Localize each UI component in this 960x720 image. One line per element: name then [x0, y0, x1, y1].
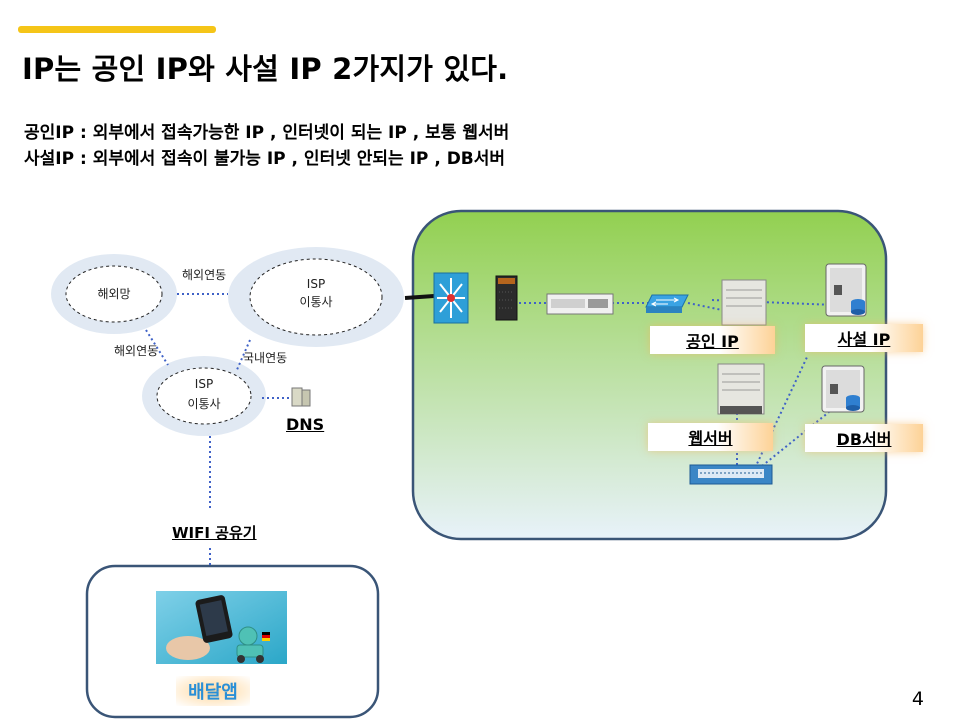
private-ip-description: 사설IP : 외부에서 접속이 불가능 IP , 인터넷 안되는 IP , DB… — [24, 149, 506, 169]
rack-switch-icon — [689, 464, 773, 485]
web-server-icon — [721, 279, 767, 326]
isp-top-line2: 이통사 — [299, 295, 333, 309]
dns-server-icon — [291, 387, 311, 407]
isp-bottom-line1: ISP — [194, 377, 214, 391]
wifi-router-label: WIFI 공유기 — [172, 524, 257, 542]
delivery-app-illustration — [156, 591, 287, 664]
delivery-app-label: 배달앱 — [176, 676, 250, 706]
page-title: IP는 공인 IP와 사설 IP 2가지가 있다. — [22, 52, 509, 86]
db-server-icon — [825, 263, 867, 317]
dns-label: DNS — [286, 415, 325, 434]
firewall-icon — [495, 275, 518, 321]
public-ip-description: 공인IP : 외부에서 접속가능한 IP , 인터넷이 되는 IP , 보통 웹… — [24, 123, 510, 143]
web-server-icon — [717, 363, 765, 415]
network-switch-icon — [645, 294, 689, 313]
db-server-icon — [821, 365, 865, 413]
accent-bar — [18, 26, 216, 33]
domestic-link-label: 국내연동 — [243, 351, 288, 365]
overseas-link-left-label: 해외연동 — [114, 344, 159, 358]
isp-bottom-line2: 이통사 — [187, 397, 221, 411]
public-ip-tag: 공인 IP — [650, 326, 775, 354]
overseas-network-label: 해외망 — [97, 287, 131, 301]
router-icon — [546, 293, 614, 315]
internal-network-box — [411, 209, 888, 541]
web-server-tag: 웹서버 — [648, 423, 773, 451]
core-switch-icon — [433, 272, 469, 324]
overseas-link-top-label: 해외연동 — [182, 268, 227, 282]
page-number: 4 — [911, 688, 924, 710]
isp-top-line1: ISP — [306, 277, 326, 291]
private-ip-tag: 사설 IP — [805, 324, 923, 352]
db-server-tag: DB서버 — [805, 424, 923, 452]
